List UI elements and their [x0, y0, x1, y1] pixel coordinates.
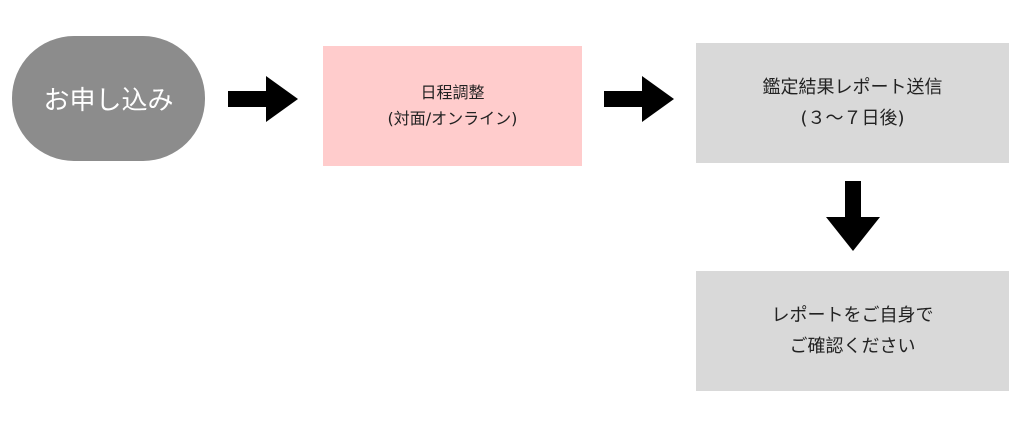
- step-confirm: レポートをご自身で ご確認ください: [696, 271, 1009, 391]
- step-report: 鑑定結果レポート送信 (３～７日後): [696, 43, 1009, 163]
- arrow-right-icon: [228, 76, 298, 122]
- step-report-title: 鑑定結果レポート送信: [762, 77, 943, 98]
- step-schedule: 日程調整 (対面/オンライン): [323, 46, 582, 166]
- step-schedule-subtitle: (対面/オンライン): [387, 109, 518, 128]
- arrow-right-icon: [604, 76, 674, 122]
- step-schedule-title: 日程調整: [420, 83, 485, 102]
- step-report-subtitle: (３～７日後): [800, 108, 905, 129]
- step-confirm-line1: レポートをご自身で: [771, 305, 934, 326]
- arrow-down-icon: [826, 181, 880, 251]
- step-apply-label: お申し込み: [43, 86, 174, 116]
- step-confirm-line2: ご確認ください: [789, 336, 916, 357]
- step-apply: お申し込み: [12, 36, 205, 161]
